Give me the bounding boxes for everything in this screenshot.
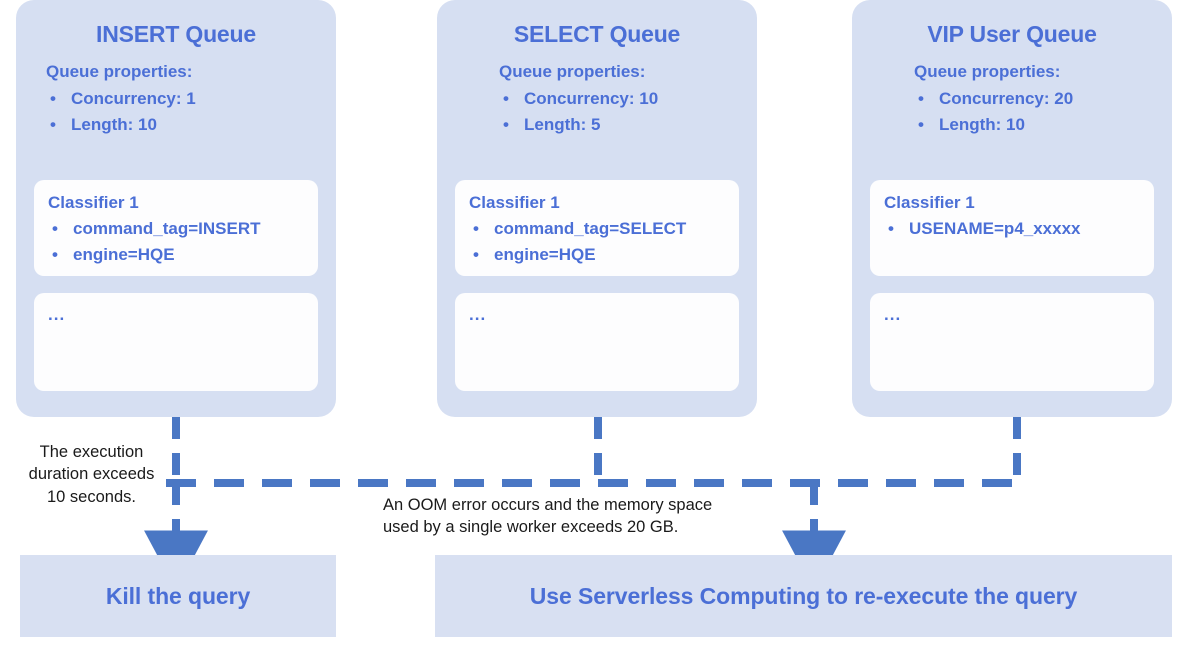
edge-label-line: The execution: [39, 443, 144, 461]
queue-properties-insert: Queue properties: • Concurrency: 1 • Len…: [16, 47, 336, 138]
classifier-title: Classifier 1: [48, 193, 139, 212]
bullet-icon: •: [473, 218, 479, 238]
classifier-rule-username: USENAME=p4_xxxxx: [909, 218, 1081, 238]
ellipsis-label: ...: [884, 305, 902, 324]
edge-label-line: 10 seconds.: [47, 487, 136, 506]
bullet-icon: •: [503, 114, 509, 134]
queue-title-vip-user: VIP User Queue: [927, 21, 1097, 47]
bullet-icon: •: [888, 218, 894, 238]
bullet-icon: •: [50, 114, 56, 134]
queue-property-length: Length: 10: [939, 114, 1025, 134]
classifier-rule-engine: engine=HQE: [73, 245, 175, 265]
queue-properties-heading: Queue properties:: [914, 62, 1061, 82]
classifier-box-insert[interactable]: Classifier 1 • command_tag=INSERT • engi…: [34, 180, 318, 276]
queue-properties-heading: Queue properties:: [499, 62, 646, 82]
outcome-label-serverless-reexecute: Use Serverless Computing to re-execute t…: [529, 582, 1078, 609]
queue-property-concurrency: Concurrency: 20: [939, 88, 1074, 108]
queue-property-concurrency: Concurrency: 10: [524, 88, 659, 108]
classifier-rule-engine: engine=HQE: [494, 245, 596, 265]
bullet-icon: •: [50, 88, 56, 108]
queue-property-row: • Length: 5: [499, 112, 757, 138]
edge-label-line: duration exceeds: [28, 465, 155, 484]
outcome-label-kill-query: Kill the query: [105, 582, 251, 609]
queue-property-row: • Concurrency: 20: [914, 86, 1172, 112]
queue-title-select: SELECT Queue: [513, 21, 681, 47]
queue-properties-select: Queue properties: • Concurrency: 10 • Le…: [437, 47, 757, 138]
edge-label-line: used by a single worker exceeds 20 GB.: [383, 518, 679, 537]
outcome-box-kill-query[interactable]: Kill the query: [20, 555, 336, 637]
edge-label-kill-condition: The execution duration exceeds 10 second…: [14, 441, 169, 508]
classifier-rule-row: • USENAME=p4_xxxxx: [884, 216, 1140, 242]
queue-card-vip-user[interactable]: VIP User Queue Queue properties: • Concu…: [852, 0, 1172, 417]
queue-property-length: Length: 5: [524, 114, 601, 134]
outcome-box-serverless-reexecute[interactable]: Use Serverless Computing to re-execute t…: [435, 555, 1172, 637]
queue-property-concurrency: Concurrency: 1: [71, 88, 196, 108]
classifier-rule-row: • engine=HQE: [48, 242, 304, 268]
classifier-rule-command-tag: command_tag=SELECT: [494, 218, 687, 238]
queue-property-row: • Concurrency: 10: [499, 86, 757, 112]
classifier-box-vip-user[interactable]: Classifier 1 • USENAME=p4_xxxxx: [870, 180, 1154, 276]
classifier-rule-command-tag: command_tag=INSERT: [73, 218, 261, 238]
bullet-icon: •: [918, 88, 924, 108]
classifier-rule-row: • command_tag=SELECT: [469, 216, 725, 242]
queue-property-row: • Length: 10: [46, 112, 336, 138]
queue-property-row: • Concurrency: 1: [46, 86, 336, 112]
bullet-icon: •: [503, 88, 509, 108]
edge-label-line: An OOM error occurs and the memory space: [383, 496, 713, 514]
queue-title-insert: INSERT Queue: [96, 21, 256, 47]
edge-label-oom-condition: An OOM error occurs and the memory space…: [383, 494, 803, 539]
additional-classifiers-box-select[interactable]: ...: [455, 293, 739, 391]
queue-property-length: Length: 10: [71, 114, 157, 134]
bullet-icon: •: [918, 114, 924, 134]
bullet-icon: •: [52, 218, 58, 238]
classifier-title: Classifier 1: [884, 193, 975, 212]
queue-card-select[interactable]: SELECT Queue Queue properties: • Concurr…: [437, 0, 757, 417]
queue-properties-vip-user: Queue properties: • Concurrency: 20 • Le…: [852, 47, 1172, 138]
bullet-icon: •: [473, 245, 479, 265]
ellipsis-label: ...: [469, 305, 487, 324]
queue-properties-heading: Queue properties:: [46, 62, 193, 82]
classifier-title: Classifier 1: [469, 193, 560, 212]
classifier-box-select[interactable]: Classifier 1 • command_tag=SELECT • engi…: [455, 180, 739, 276]
additional-classifiers-box-insert[interactable]: ...: [34, 293, 318, 391]
classifier-rule-row: • engine=HQE: [469, 242, 725, 268]
bullet-icon: •: [52, 245, 58, 265]
queue-property-row: • Length: 10: [914, 112, 1172, 138]
queue-card-insert[interactable]: INSERT Queue Queue properties: • Concurr…: [16, 0, 336, 417]
classifier-rule-row: • command_tag=INSERT: [48, 216, 304, 242]
additional-classifiers-box-vip-user[interactable]: ...: [870, 293, 1154, 391]
ellipsis-label: ...: [48, 305, 66, 324]
